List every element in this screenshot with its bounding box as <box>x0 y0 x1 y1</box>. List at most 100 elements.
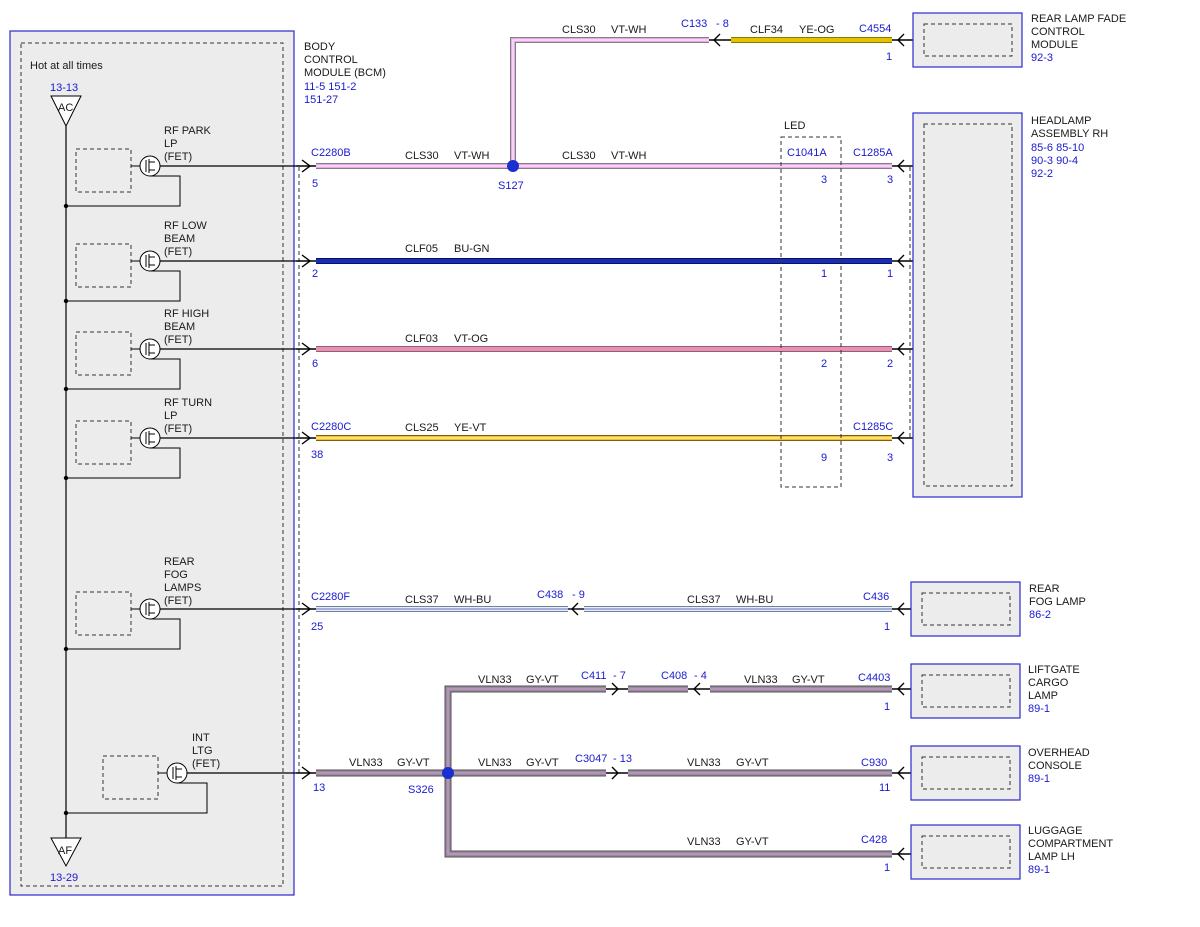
svg-text:COMPARTMENT: COMPARTMENT <box>1028 838 1113 850</box>
ac-ref: 13-13 <box>50 82 78 94</box>
svg-text:VLN33: VLN33 <box>744 674 778 686</box>
liftgate-cargo-lamp: LIFTGATE CARGO LAMP 89-1 <box>910 663 1080 719</box>
svg-text:GY-VT: GY-VT <box>736 757 769 769</box>
svg-text:- 4: - 4 <box>694 670 707 682</box>
fet-label: (FET) <box>164 151 192 163</box>
connector-c930: C930 <box>861 757 887 769</box>
fet-label: (FET) <box>164 595 192 607</box>
svg-text:2: 2 <box>312 268 318 280</box>
svg-text:2: 2 <box>887 358 893 370</box>
svg-text:VLN33: VLN33 <box>478 674 512 686</box>
connector-c133: C133 <box>681 18 707 30</box>
svg-text:38: 38 <box>311 449 323 461</box>
svg-text:YE-OG: YE-OG <box>799 24 834 36</box>
connector-c408: C408 <box>661 670 687 682</box>
connector-c3047: C3047 <box>575 753 607 765</box>
svg-text:CLS30: CLS30 <box>562 150 596 162</box>
svg-text:1: 1 <box>821 268 827 280</box>
svg-text:CARGO: CARGO <box>1028 677 1069 689</box>
svg-text:11-5 151-2: 11-5 151-2 <box>304 81 356 93</box>
connector-c4554: C4554 <box>859 23 891 35</box>
wire-vln33 <box>316 685 892 858</box>
svg-text:VT-WH: VT-WH <box>611 150 646 162</box>
svg-text:MODULE: MODULE <box>1031 39 1078 51</box>
svg-text:1: 1 <box>884 701 890 713</box>
overhead-console: OVERHEAD CONSOLE 89-1 <box>910 745 1090 801</box>
svg-text:89-1: 89-1 <box>1028 773 1050 785</box>
svg-text:GY-VT: GY-VT <box>736 836 769 848</box>
svg-text:85-6 85-10: 85-6 85-10 <box>1031 142 1084 154</box>
svg-text:5: 5 <box>312 178 318 190</box>
svg-text:LUGGAGE: LUGGAGE <box>1028 825 1082 837</box>
svg-text:CLF34: CLF34 <box>750 24 783 36</box>
svg-text:VLN33: VLN33 <box>478 757 512 769</box>
connector-c436: C436 <box>863 591 889 603</box>
svg-text:CLS37: CLS37 <box>405 594 439 606</box>
svg-text:CLS25: CLS25 <box>405 422 439 434</box>
svg-text:- 8: - 8 <box>716 18 729 30</box>
svg-text:WH-BU: WH-BU <box>736 594 773 606</box>
fet-transistor-icon <box>139 250 161 272</box>
svg-text:WH-BU: WH-BU <box>454 594 491 606</box>
svg-text:REAR: REAR <box>1029 583 1060 595</box>
connector-c438: C438 <box>537 589 563 601</box>
svg-text:1: 1 <box>887 268 893 280</box>
headlamp-assembly-rh: HEADLAMP ASSEMBLY RH 85-6 85-10 90-3 90-… <box>912 112 1108 498</box>
fet-label: LTG <box>192 745 213 757</box>
fet-label: FOG <box>164 569 188 581</box>
svg-text:6: 6 <box>312 358 318 370</box>
ac-label: AC <box>58 102 73 114</box>
splice-s326-label: S326 <box>408 784 434 796</box>
svg-text:GY-VT: GY-VT <box>526 757 559 769</box>
circuit-labels: CLS30 VT-WH CLF34 YE-OG CLS30 VT-WH CLS3… <box>349 24 834 848</box>
connector-labels: C2280B C2280C C2280F C133 - 8 C4554 1 C1… <box>311 18 893 874</box>
svg-text:92-2: 92-2 <box>1031 168 1053 180</box>
fet-label: REAR <box>164 556 195 568</box>
svg-text:3: 3 <box>821 174 827 186</box>
svg-text:GY-VT: GY-VT <box>792 674 825 686</box>
svg-text:YE-VT: YE-VT <box>454 422 487 434</box>
svg-text:LAMP: LAMP <box>1028 690 1058 702</box>
connector-c2280c: C2280C <box>311 421 351 433</box>
svg-text:3: 3 <box>887 174 893 186</box>
splice-s127-label: S127 <box>498 180 524 192</box>
hot-at-all-times-label: Hot at all times <box>30 60 103 72</box>
svg-text:3: 3 <box>887 452 893 464</box>
svg-text:VT-WH: VT-WH <box>611 24 646 36</box>
fet-label: LP <box>164 138 177 150</box>
fet-label: (FET) <box>192 758 220 770</box>
svg-text:11: 11 <box>879 782 890 794</box>
svg-text:CLF05: CLF05 <box>405 243 438 255</box>
wire-cls30-top <box>510 37 709 166</box>
connector-c411: C411 <box>581 670 606 682</box>
connector-c4403: C4403 <box>858 672 890 684</box>
svg-text:VLN33: VLN33 <box>687 757 721 769</box>
svg-text:CONSOLE: CONSOLE <box>1028 760 1082 772</box>
fet-label: RF TURN <box>164 397 212 409</box>
svg-text:2: 2 <box>821 358 827 370</box>
svg-text:9: 9 <box>821 452 827 464</box>
svg-text:CLF03: CLF03 <box>405 333 438 345</box>
svg-text:1: 1 <box>884 862 890 874</box>
af-ref: 13-29 <box>50 872 78 884</box>
fet-transistor-icon <box>139 427 161 449</box>
bcm-arrows <box>296 159 316 780</box>
svg-text:90-3 90-4: 90-3 90-4 <box>1031 155 1078 167</box>
svg-text:89-1: 89-1 <box>1028 703 1050 715</box>
fet-label: LAMPS <box>164 582 201 594</box>
bcm-title: BODY CONTROL MODULE (BCM) 11-5 151-2 151… <box>304 41 386 106</box>
svg-text:1: 1 <box>884 621 890 633</box>
svg-text:BODY: BODY <box>304 41 336 53</box>
rear-fog-lamp: REAR FOG LAMP 86-2 <box>910 581 1086 637</box>
splice-s326-icon <box>442 767 454 779</box>
led-label: LED <box>784 120 805 132</box>
svg-text:ASSEMBLY RH: ASSEMBLY RH <box>1031 128 1108 140</box>
connector-c1285c: C1285C <box>853 421 893 433</box>
svg-text:89-1: 89-1 <box>1028 864 1050 876</box>
svg-text:CLS30: CLS30 <box>405 150 439 162</box>
